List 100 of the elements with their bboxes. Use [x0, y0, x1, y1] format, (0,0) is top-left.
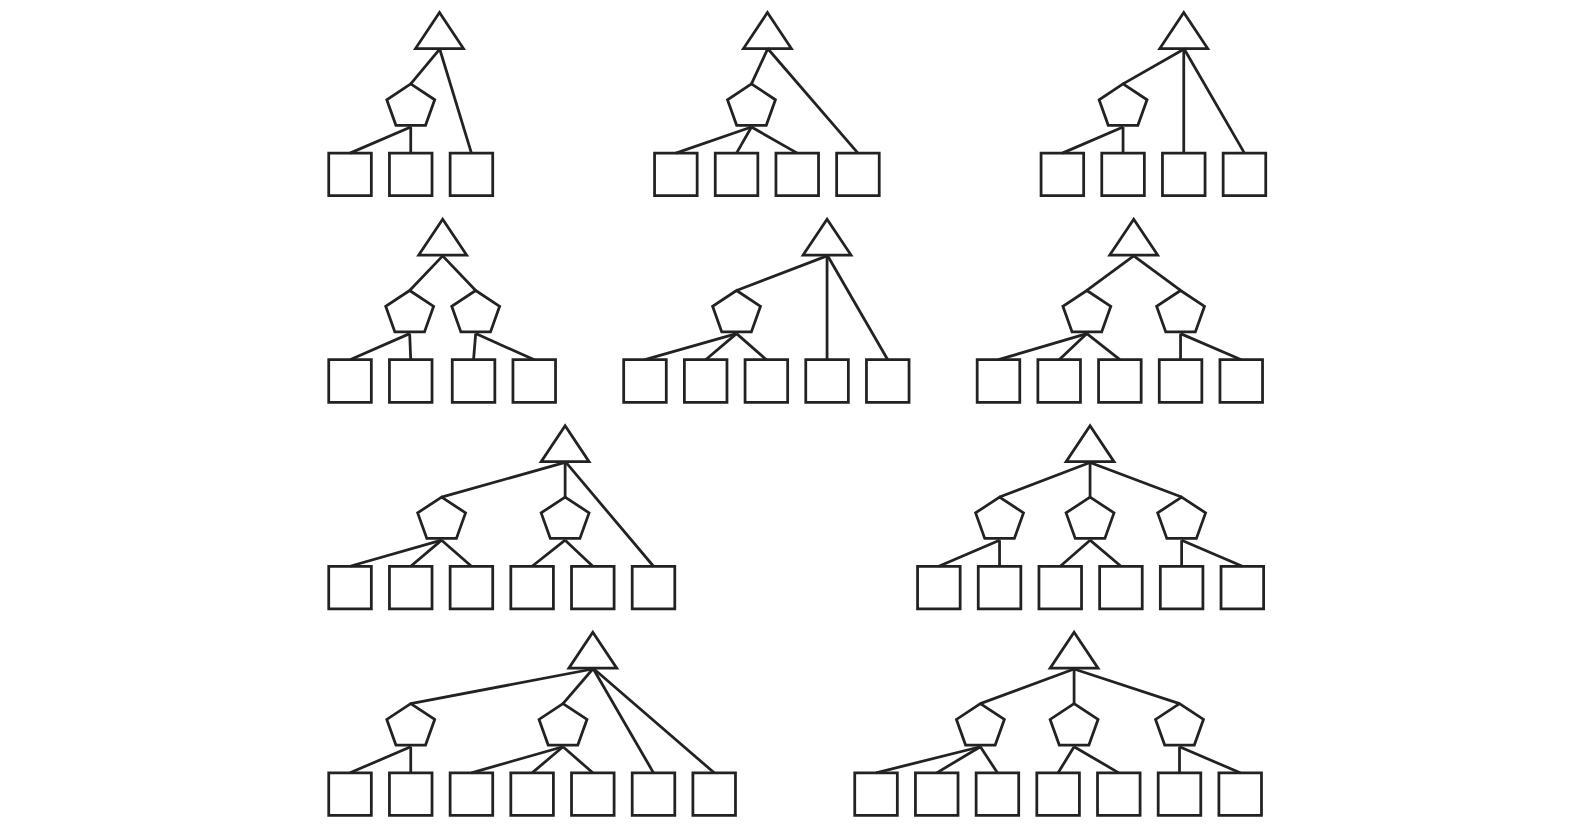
node-box [1096, 358, 1143, 404]
connector [1177, 746, 1181, 773]
node-box [387, 151, 433, 198]
connector [979, 667, 1075, 705]
connector [440, 539, 472, 568]
node-box [1218, 358, 1264, 404]
node-pentagon [539, 495, 591, 540]
connector [407, 333, 412, 360]
node-box [326, 358, 373, 404]
connector [644, 332, 737, 362]
connector [409, 539, 442, 568]
node-box [834, 151, 881, 198]
node-box [569, 564, 615, 611]
connector [734, 126, 753, 154]
node-box [1221, 151, 1267, 198]
node-pentagon [973, 495, 1025, 540]
connector [1073, 667, 1180, 705]
connector [978, 746, 999, 774]
connector [349, 332, 410, 361]
node-box [691, 771, 737, 817]
node-box [803, 358, 850, 404]
node-box [1157, 358, 1203, 404]
node-box [1097, 564, 1144, 611]
connector [998, 461, 1091, 499]
connector [1179, 332, 1242, 361]
node-box [743, 358, 789, 404]
connector [530, 539, 566, 568]
node-triangle [740, 10, 794, 50]
node-pentagon [1047, 701, 1100, 747]
connector [530, 745, 564, 774]
node-pentagon [954, 701, 1006, 747]
connector [470, 745, 563, 775]
connector [563, 462, 566, 498]
connector [674, 125, 752, 155]
connector [1058, 539, 1091, 568]
connector [1088, 539, 1122, 568]
connector [1121, 48, 1184, 86]
node-pentagon [1154, 288, 1206, 334]
node-pentagon [384, 82, 436, 127]
node-pentagon [1063, 495, 1116, 540]
connector [408, 746, 412, 773]
connector [997, 540, 1001, 567]
connector [563, 460, 655, 568]
node-box [1217, 771, 1263, 817]
connector [591, 667, 655, 774]
node-box [1095, 771, 1141, 817]
connector [1072, 669, 1075, 704]
node-box [1219, 564, 1265, 611]
connector [1085, 332, 1121, 361]
connector [408, 127, 412, 154]
node-pentagon [415, 495, 467, 540]
connector [471, 333, 477, 360]
node-triangle [565, 629, 619, 670]
connector [349, 538, 442, 568]
node-box [448, 564, 494, 611]
connector [749, 48, 769, 85]
node-box [774, 151, 820, 198]
connector [1121, 127, 1124, 154]
node-box [508, 771, 555, 817]
connector [437, 47, 473, 154]
node-box [682, 358, 728, 404]
node-box [630, 564, 676, 611]
node-pentagon [384, 701, 436, 747]
connector [937, 538, 1000, 568]
connector [825, 254, 889, 361]
node-triangle [800, 216, 854, 257]
node-box [1156, 771, 1202, 817]
node-triangle [1106, 216, 1160, 257]
node-pentagon [383, 288, 435, 334]
node-box [1099, 151, 1146, 198]
node-box [1036, 358, 1082, 404]
node-box [448, 151, 494, 198]
node-box [975, 358, 1021, 404]
connector [349, 745, 411, 775]
connector [561, 745, 594, 774]
node-box [387, 358, 433, 404]
node-box [913, 771, 959, 817]
node-pentagon [1060, 288, 1112, 334]
node-box [448, 771, 494, 817]
node-pentagon [725, 82, 777, 127]
node-box [976, 564, 1022, 611]
connector [1061, 125, 1124, 155]
node-box [621, 358, 668, 404]
connector [1132, 254, 1181, 292]
node-box [852, 771, 899, 817]
node-box [450, 358, 496, 404]
connector [409, 48, 441, 85]
node-triangle [415, 216, 469, 257]
connector [1178, 745, 1241, 775]
node-pentagon [1096, 82, 1149, 127]
node-box [326, 564, 373, 611]
connector [735, 254, 828, 292]
connector [409, 667, 593, 705]
node-box [326, 771, 373, 817]
connector [875, 745, 981, 775]
connector [408, 254, 444, 292]
connector [441, 254, 477, 292]
node-box [630, 771, 676, 817]
connector [997, 332, 1087, 362]
node-box [1158, 564, 1204, 611]
